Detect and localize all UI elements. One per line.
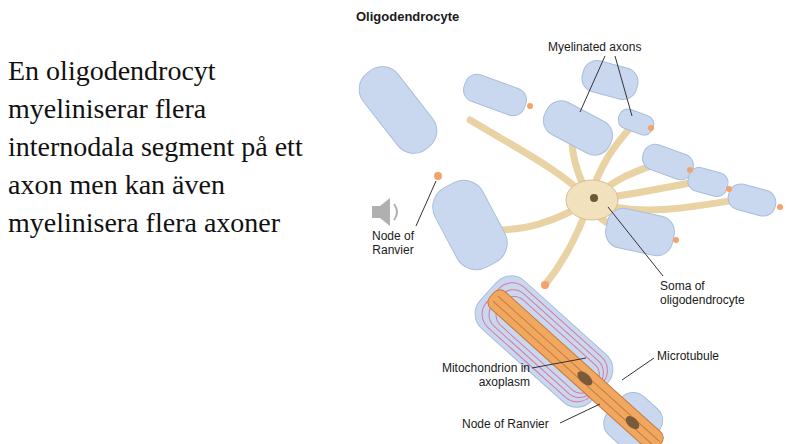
part-label: Node of Ranvier — [462, 417, 562, 431]
myelin-segments — [351, 57, 778, 277]
part-label: Mitochondrion in axoplasm — [440, 361, 530, 389]
nucleus — [590, 194, 598, 202]
part-label: Soma of oligodendrocyte — [660, 279, 770, 307]
part-label: Node of Ranvier — [362, 229, 424, 257]
part-label: Myelinated axons — [548, 40, 698, 54]
diagram-title: Oligodendrocyte — [356, 9, 459, 24]
speaker-icon — [372, 198, 397, 226]
part-label: Microtubule — [657, 349, 747, 363]
nodes-of-ranvier — [434, 103, 783, 289]
slide-text: En oligodendrocyt myeliniserar flera int… — [8, 52, 326, 242]
soma — [566, 180, 618, 220]
leader-lines — [416, 56, 663, 423]
